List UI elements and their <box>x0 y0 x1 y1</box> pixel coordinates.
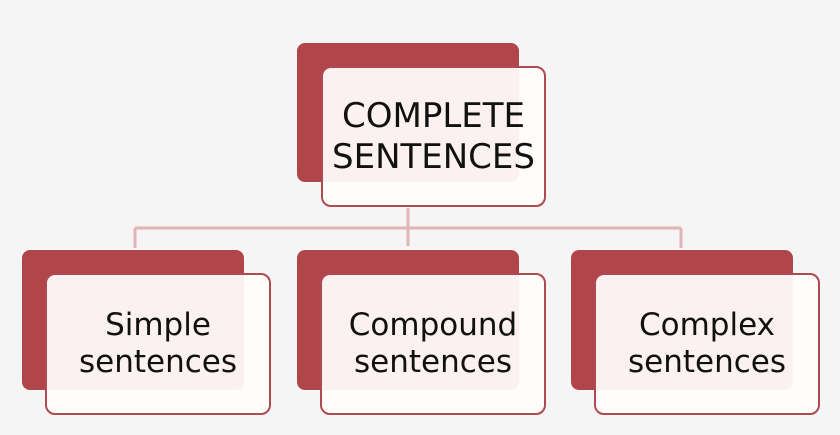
child-node-compound-line1: Compound <box>348 306 518 343</box>
child-node-simple: Simple sentences <box>45 273 271 415</box>
root-node-line1: COMPLETE <box>341 95 525 136</box>
child-node-complex-line1: Complex <box>639 306 775 343</box>
child-node-simple-line2: sentences <box>78 344 237 380</box>
child-node-compound: Compound sentences <box>320 273 546 415</box>
child-node-complex-line2: sentences <box>627 344 786 380</box>
root-node: COMPLETE SENTENCES <box>321 66 546 207</box>
child-node-complex: Complex sentences <box>594 273 820 415</box>
child-node-compound-line2: sentences <box>353 344 512 380</box>
child-node-simple-line1: Simple <box>105 306 211 343</box>
root-node-line2: SENTENCES <box>332 136 535 177</box>
